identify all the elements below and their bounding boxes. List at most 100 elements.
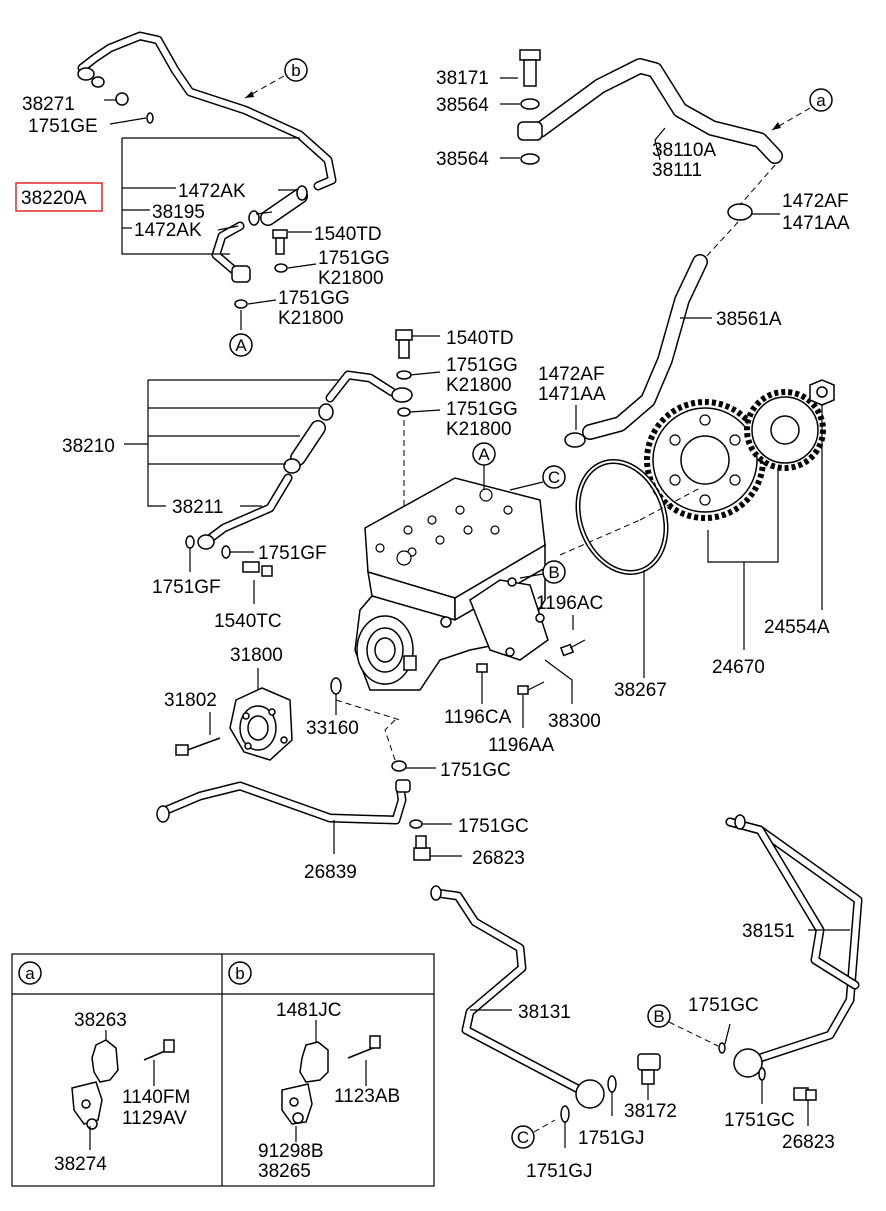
part-label[interactable]: 38561A — [716, 309, 782, 330]
washer-icon — [234, 299, 248, 309]
bolt-icon — [395, 329, 413, 341]
part-label[interactable]: 38271 — [22, 94, 75, 115]
part-label[interactable]: 1540TC — [214, 611, 282, 632]
part-label[interactable]: 31802 — [164, 690, 217, 711]
part-label[interactable]: 38263 — [74, 1010, 127, 1031]
part-label[interactable]: 1196AA — [488, 735, 555, 756]
callout-a-letter: a — [816, 91, 826, 110]
part-label[interactable]: 1751GG — [278, 288, 350, 309]
part-label[interactable]: 1471AA — [782, 213, 850, 234]
hose-clamp-icon — [727, 203, 753, 221]
callout-b-letter: b — [291, 61, 300, 80]
part-label[interactable]: 1471AA — [538, 384, 606, 405]
part-label[interactable]: 38211 — [172, 497, 223, 518]
part-label[interactable]: K21800 — [278, 308, 344, 329]
part-label[interactable]: 38265 — [258, 1161, 311, 1182]
part-label[interactable]: 24670 — [712, 657, 765, 678]
callout-A-circle — [229, 333, 253, 357]
part-label[interactable]: K21800 — [446, 375, 512, 396]
part-label[interactable]: 1472AF — [782, 191, 849, 212]
part-label[interactable]: 1751GJ — [578, 1128, 645, 1149]
clip-icon — [91, 1039, 119, 1083]
washer-icon — [146, 112, 154, 124]
part-label[interactable]: 1751GC — [458, 816, 529, 837]
part-label[interactable]: 26823 — [782, 1132, 835, 1153]
part-label[interactable]: 1196CA — [444, 707, 512, 728]
callout-B-circle — [647, 1004, 671, 1028]
pipe-26839-assembly — [156, 719, 462, 861]
callout-C-circle — [511, 1125, 535, 1149]
part-label[interactable]: 38110A — [652, 140, 716, 161]
part-label[interactable]: 26823 — [472, 848, 525, 869]
callout-B-letter: B — [548, 563, 559, 582]
part-label[interactable]: 1751GG — [318, 248, 390, 269]
part-label[interactable]: 91298B — [258, 1141, 324, 1162]
part-label[interactable]: 1140FM — [122, 1087, 190, 1108]
part-labels: 38271 1751GE 38220A 1472AK 38195 1472AK … — [21, 68, 850, 1182]
callout-b-circle — [284, 58, 308, 82]
detail-a-circle — [18, 961, 42, 985]
callout-A-letter: A — [478, 445, 490, 464]
part-label[interactable]: 1751GC — [440, 760, 511, 781]
part-label[interactable]: 1540TD — [446, 328, 514, 349]
callout-C-letter: C — [517, 1128, 529, 1147]
washer-icon — [185, 535, 195, 549]
part-label[interactable]: 33160 — [306, 718, 359, 739]
clip-icon — [299, 1041, 329, 1083]
part-label[interactable]: 1751GG — [446, 399, 518, 420]
part-label[interactable]: 1123AB — [334, 1086, 400, 1107]
detail-a-letter: a — [25, 964, 35, 983]
pipe-38220A-assembly — [15, 31, 337, 357]
part-label[interactable]: 1472AK — [134, 220, 202, 241]
highlight-box-38220A — [15, 182, 103, 212]
part-label[interactable]: 31800 — [230, 645, 283, 666]
part-label[interactable]: 38195 — [152, 202, 205, 223]
bolt-icon — [413, 847, 431, 861]
air-compressor-icon — [354, 442, 641, 728]
part-label[interactable]: 1540TD — [314, 224, 382, 245]
washer-icon — [560, 1105, 570, 1123]
part-label[interactable]: 1751GF — [152, 577, 221, 598]
detail-b-circle — [228, 961, 252, 985]
callout-a-circle — [809, 88, 833, 112]
part-label[interactable]: 1751GJ — [526, 1161, 593, 1182]
detail-b-letter: b — [235, 964, 244, 983]
part-label[interactable]: 38151 — [742, 921, 795, 942]
part-label[interactable]: 1751GE — [28, 116, 98, 137]
part-label[interactable]: 1196AC — [536, 593, 603, 614]
washer-icon — [274, 263, 288, 273]
part-label[interactable]: K21800 — [446, 419, 512, 440]
part-label[interactable]: 1481JC — [276, 1000, 342, 1021]
part-label[interactable]: 38131 — [518, 1002, 571, 1023]
part-label[interactable]: 38171 — [436, 68, 489, 89]
banjo-fitting-icon — [395, 779, 411, 793]
washer-icon — [221, 545, 231, 559]
part-label[interactable]: 1751GG — [446, 355, 518, 376]
part-label[interactable]: 38274 — [54, 1154, 107, 1175]
part-label[interactable]: 38210 — [62, 436, 115, 457]
part-label[interactable]: 1472AK — [178, 181, 246, 202]
part-label[interactable]: 26839 — [304, 862, 357, 883]
part-label[interactable]: K21800 — [318, 268, 384, 289]
bolt-icon — [115, 92, 129, 106]
part-label[interactable]: 38111 — [652, 160, 702, 181]
part-label[interactable]: 38564 — [436, 149, 489, 170]
bolt-icon — [519, 49, 541, 61]
detail-box — [11, 953, 435, 1187]
part-label[interactable]: 1751GC — [724, 1110, 795, 1131]
part-label[interactable]: 1751GC — [688, 995, 759, 1016]
part-label[interactable]: 38564 — [436, 95, 489, 116]
part-label[interactable]: 1472AF — [538, 364, 605, 385]
coupling-31800-assembly — [175, 668, 401, 761]
part-label[interactable]: 38172 — [624, 1101, 677, 1122]
banjo-fitting-icon — [575, 1079, 605, 1109]
part-label[interactable]: 38300 — [548, 711, 601, 732]
bolt-icon — [476, 639, 586, 700]
part-label[interactable]: 24554A — [764, 617, 830, 638]
part-label[interactable]: 1751GF — [258, 543, 327, 564]
part-label-highlighted[interactable]: 38220A — [21, 188, 87, 209]
part-label[interactable]: 38267 — [614, 680, 667, 701]
callout-C-circle — [542, 465, 566, 489]
part-label[interactable]: 1129AV — [122, 1108, 187, 1129]
